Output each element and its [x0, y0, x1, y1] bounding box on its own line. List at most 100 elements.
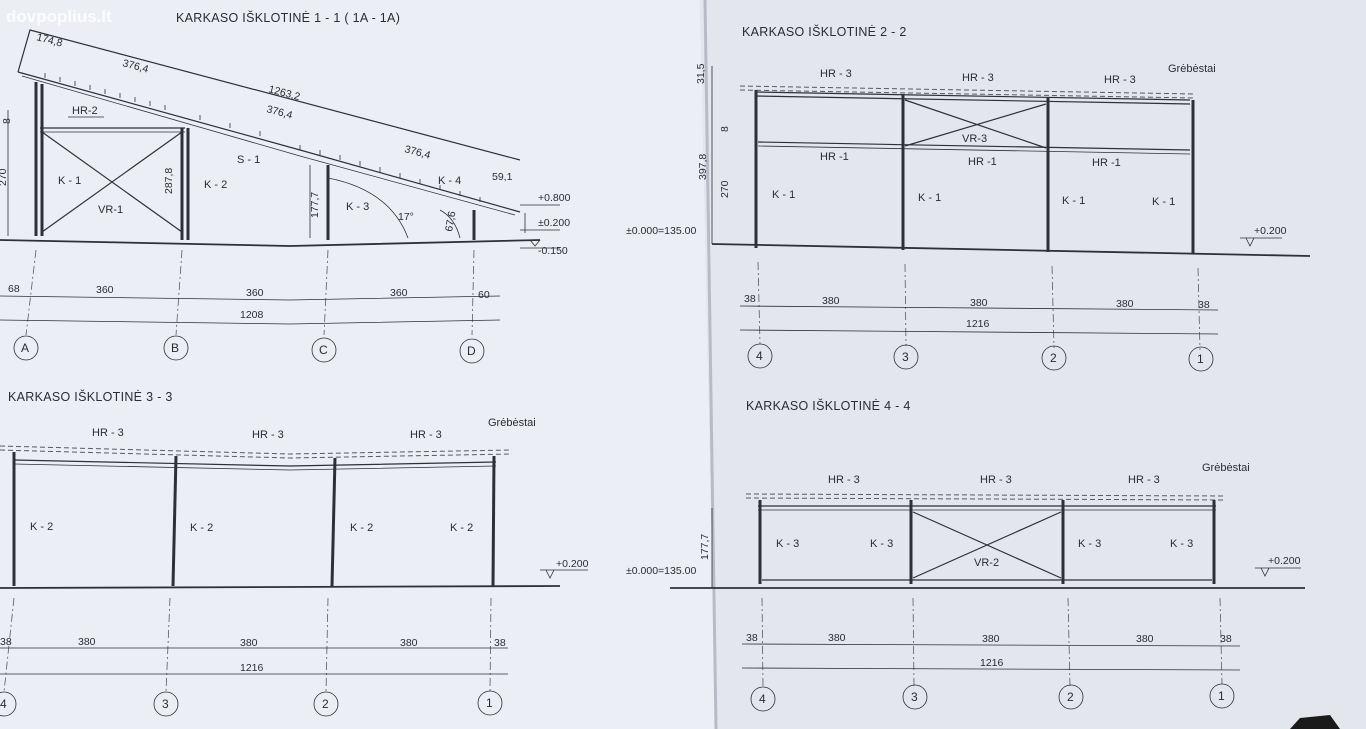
dim-label: 31,5 — [695, 63, 707, 84]
grid-label: 1 — [1218, 689, 1225, 703]
grid-label: 3 — [902, 350, 909, 364]
member-label: S - 1 — [237, 154, 260, 166]
dim-label: 8 — [1, 118, 13, 124]
level-mark: ±0.000=135.00 — [626, 565, 696, 577]
watermark: dovpoplius.lt — [6, 7, 112, 26]
dim-label: 360 — [96, 284, 114, 296]
view-4-title: KARKASO IŠKLOTINĖ 4 - 4 — [746, 398, 911, 413]
dim-label: 380 — [240, 637, 258, 649]
member-label: HR - 3 — [962, 72, 994, 84]
member-label: K - 2 — [30, 521, 53, 533]
member-label: Grėbėstai — [1168, 63, 1216, 75]
dim-label: 38 — [744, 293, 756, 305]
member-label: K - 3 — [776, 538, 799, 550]
dim-label: 177,7 — [309, 192, 321, 218]
level-mark: ±0.000=135.00 — [626, 225, 696, 237]
dim-label: 380 — [828, 632, 846, 644]
dim-label: 270 — [0, 168, 9, 186]
member-label: VR-2 — [974, 557, 999, 569]
grid-label: 1 — [486, 696, 493, 710]
member-label: HR - 3 — [980, 474, 1012, 486]
dim-label: 38 — [746, 632, 758, 644]
grid-label: 3 — [911, 690, 918, 704]
grid-label: A — [21, 341, 29, 355]
dim-label: 270 — [719, 180, 731, 198]
grid-label: 2 — [1050, 351, 1057, 365]
view-3-3: KARKASO IŠKLOTINĖ 3 - 3 HR - 3 HR - 3 HR… — [0, 389, 589, 717]
member-label: K - 1 — [1152, 196, 1175, 208]
view-1-title: KARKASO IŠKLOTINĖ 1 - 1 ( 1A - 1A) — [176, 10, 400, 25]
grid-label: C — [319, 343, 328, 357]
dim-total: 1216 — [240, 662, 264, 674]
level-mark: +0.200 — [556, 558, 589, 570]
member-label: HR - 3 — [1128, 474, 1160, 486]
dim-label: 380 — [822, 295, 840, 307]
right-page — [700, 0, 1366, 729]
dim-label: 38 — [1220, 633, 1232, 645]
member-label: K - 3 — [1078, 538, 1101, 550]
grid-label: 1 — [1197, 352, 1204, 366]
member-label: K - 2 — [190, 522, 213, 534]
dim-label: 360 — [390, 287, 408, 299]
member-label: Grėbėstai — [1202, 462, 1250, 474]
view-4-4: KARKASO IŠKLOTINĖ 4 - 4 177,7 HR - 3 HR … — [626, 398, 1305, 712]
member-label: K - 3 — [1170, 538, 1193, 550]
dim-label: 38 — [1198, 299, 1210, 311]
dim-label: 380 — [982, 633, 1000, 645]
member-label: HR - 3 — [252, 429, 284, 441]
dim-label: 59,1 — [492, 171, 513, 183]
dim-label: 177,7 — [699, 534, 711, 560]
grid-label: 4 — [756, 349, 763, 363]
member-label: K - 1 — [58, 175, 81, 187]
grid-label: 2 — [1067, 690, 1074, 704]
view-2-2: KARKASO IŠKLOTINĖ 2 - 2 31,5 8 397,8 270… — [626, 24, 1311, 372]
member-label: HR - 3 — [92, 427, 124, 439]
left-page — [0, 0, 716, 729]
grid-label: 4 — [0, 697, 7, 711]
member-label: K - 1 — [918, 192, 941, 204]
dim-label: 380 — [400, 637, 418, 649]
dim-label: 38 — [494, 637, 506, 649]
dim-total: 1216 — [966, 318, 990, 330]
view-2-title: KARKASO IŠKLOTINĖ 2 - 2 — [742, 24, 907, 39]
grid-label: 2 — [322, 697, 329, 711]
member-label: K - 1 — [1062, 195, 1085, 207]
member-label: HR -1 — [968, 156, 997, 168]
member-label: HR - 3 — [820, 68, 852, 80]
dim-label: 397,8 — [697, 154, 709, 180]
member-label: HR -1 — [1092, 157, 1121, 169]
dim-label: 38 — [0, 636, 12, 648]
member-label: HR - 3 — [1104, 74, 1136, 86]
level-mark: +0.800 — [538, 192, 571, 204]
grid-label: 4 — [759, 692, 766, 706]
dim-total: 1216 — [980, 657, 1004, 669]
dim-label: 380 — [1116, 298, 1134, 310]
level-mark: -0.150 — [538, 245, 568, 257]
dim-label: 287,8 — [163, 168, 175, 194]
member-label: K - 3 — [870, 538, 893, 550]
dim-label: 380 — [1136, 633, 1154, 645]
dim-total: 1208 — [240, 309, 264, 321]
member-label: K - 2 — [204, 179, 227, 191]
view-1-1: KARKASO IŠKLOTINĖ 1 - 1 ( 1A - 1A) HR-2 — [0, 10, 571, 364]
page-fold — [703, 0, 718, 729]
level-mark: +0.200 — [1268, 555, 1301, 567]
member-label: Grėbėstai — [488, 417, 536, 429]
member-label: K - 1 — [772, 189, 795, 201]
member-label: K - 2 — [450, 522, 473, 534]
dim-label: 380 — [970, 297, 988, 309]
level-mark: +0.200 — [1254, 225, 1287, 237]
member-label: K - 3 — [346, 201, 369, 213]
member-label: K - 2 — [350, 522, 373, 534]
member-label: HR -1 — [820, 151, 849, 163]
grid-label: 3 — [162, 697, 169, 711]
grid-label: B — [171, 341, 179, 355]
member-label: HR - 3 — [828, 474, 860, 486]
member-label: VR-3 — [962, 133, 987, 145]
dim-label: 68 — [8, 283, 20, 295]
dim-label: 360 — [246, 287, 264, 299]
view-3-title: KARKASO IŠKLOTINĖ 3 - 3 — [8, 389, 173, 404]
dim-label: 67,6 — [443, 210, 458, 232]
dim-label: 17° — [398, 211, 414, 223]
